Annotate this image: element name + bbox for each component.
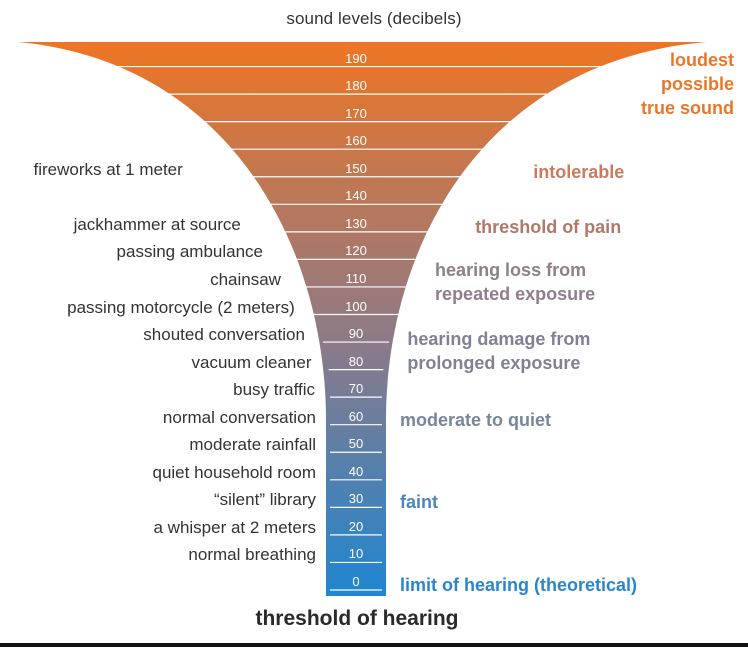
hearing-effect-line: prolonged exposure <box>407 352 581 373</box>
sound-source-label: vacuum cleaner <box>191 352 312 372</box>
level-label: 40 <box>348 463 364 479</box>
hearing-effect: limit of hearing (theoretical) <box>400 573 637 597</box>
level-label: 0 <box>352 574 360 589</box>
hearing-effect-line: hearing loss from <box>435 259 587 280</box>
level-label: 60 <box>348 408 364 424</box>
sound-source-label: passing ambulance <box>116 242 264 262</box>
hearing-effect: hearing loss from repeated exposure <box>435 258 595 306</box>
level-label: 10 <box>348 546 364 562</box>
level-label: 110 <box>345 270 367 286</box>
hearing-effect-line: true sound <box>641 98 734 118</box>
level-label: 130 <box>345 215 367 231</box>
sound-source-label: quiet household room <box>152 462 316 482</box>
sound-source-label: moderate rainfall <box>189 435 316 455</box>
level-label: 120 <box>345 243 367 259</box>
hearing-effect-line: faint <box>400 492 438 513</box>
level-label: 100 <box>345 298 367 314</box>
sound-source-label: passing motorcycle (2 meters) <box>67 297 295 317</box>
level-rules <box>37 65 675 591</box>
sound-source-label: chainsaw <box>210 269 281 289</box>
level-label: 90 <box>348 326 364 342</box>
diagram-title: sound levels (decibels) <box>286 9 462 28</box>
hearing-effect-line: possible <box>660 74 734 94</box>
level-label: 160 <box>345 133 367 149</box>
hearing-effect: loudest possible true sound <box>641 48 734 120</box>
hearing-effect: hearing damage from prolonged exposure <box>407 327 590 375</box>
sound-source-label: “silent” library <box>213 490 316 510</box>
sound-source-label: normal breathing <box>188 545 316 565</box>
sound-source-label: fireworks at 1 meter <box>33 159 183 179</box>
sound-source-label: a whisper at 2 meters <box>153 517 316 537</box>
level-label: 150 <box>345 160 367 176</box>
level-label: 30 <box>348 491 364 507</box>
level-label: 70 <box>348 381 364 397</box>
level-label: 190 <box>345 50 367 66</box>
hearing-effect-line: threshold of pain <box>475 216 622 237</box>
bottom-title: threshold of hearing <box>255 607 459 630</box>
level-label: 180 <box>345 78 367 94</box>
bottom-border <box>0 643 748 647</box>
sound-source-label: shouted conversation <box>143 325 305 345</box>
funnel-shape <box>18 42 706 596</box>
hearing-effect: intolerable <box>533 160 624 184</box>
hearing-effect: faint <box>400 490 438 514</box>
hearing-effect-line: repeated exposure <box>435 283 596 304</box>
hearing-effect-line: limit of hearing (theoretical) <box>400 575 638 595</box>
level-label: 170 <box>345 105 367 121</box>
level-label: 140 <box>345 188 367 204</box>
level-label: 80 <box>348 353 364 369</box>
hearing-effect: moderate to quiet <box>400 408 551 432</box>
level-label: 20 <box>348 518 364 534</box>
hearing-effect: threshold of pain <box>475 215 621 239</box>
hearing-effect-line: loudest <box>669 50 734 70</box>
hearing-effect-line: intolerable <box>533 161 625 182</box>
sound-source-label: jackhammer at source <box>73 214 241 234</box>
sound-source-label: normal conversation <box>162 407 316 427</box>
hearing-effect-line: hearing damage from <box>407 328 591 349</box>
hearing-effect-line: moderate to quiet <box>400 409 552 430</box>
sound-source-label: busy traffic <box>233 380 315 400</box>
level-label: 50 <box>348 436 364 452</box>
